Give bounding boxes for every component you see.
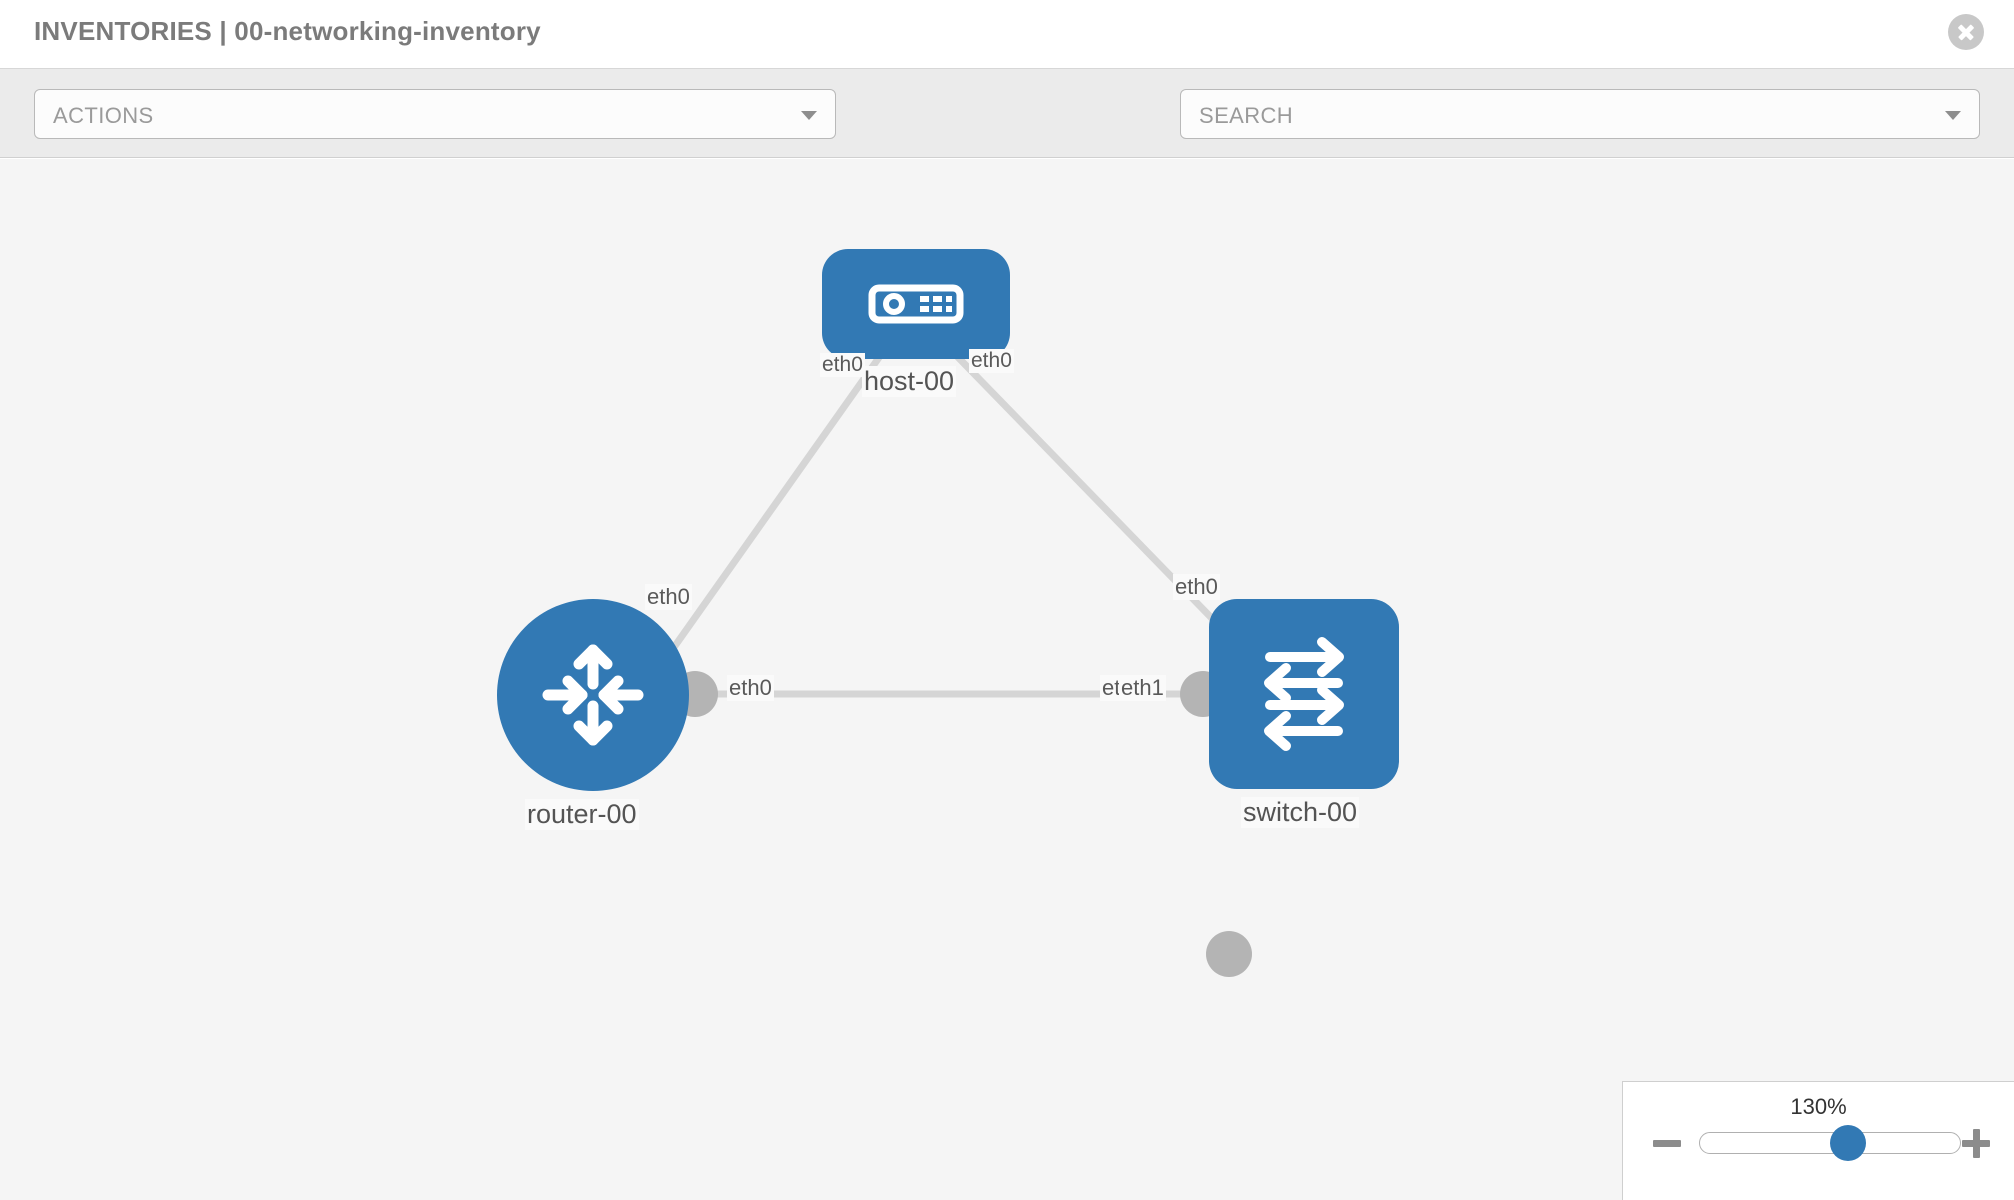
edge-label-host-right: eth0 <box>969 349 1014 373</box>
toolbar: ACTIONS SEARCH <box>0 69 2014 197</box>
edge-label-switch-up: eth0 <box>1173 574 1220 600</box>
node-router-00-label: router-00 <box>525 799 639 830</box>
zoom-slider-thumb[interactable] <box>1830 1125 1866 1161</box>
edge-label-router-up: eth0 <box>645 584 692 610</box>
switch-icon <box>1264 637 1344 751</box>
zoom-level-value: 130% <box>1790 1094 1847 1119</box>
link-host-router <box>645 346 888 687</box>
node-host-00-shape[interactable] <box>822 249 1010 359</box>
edge-label-router-right: eth0 <box>727 675 774 701</box>
chevron-down-icon[interactable] <box>1945 111 1961 120</box>
node-switch-00-shape[interactable] <box>1209 599 1399 789</box>
iface-dot-switch-top[interactable] <box>1206 931 1252 977</box>
search-input[interactable]: SEARCH <box>1180 89 1980 139</box>
router-icon <box>542 644 644 746</box>
node-router-00-shape[interactable] <box>497 599 689 791</box>
node-switch-00-label: switch-00 <box>1241 797 1360 828</box>
search-placeholder: SEARCH <box>1199 103 1294 128</box>
actions-dropdown[interactable]: ACTIONS <box>34 89 836 139</box>
chevron-down-icon <box>801 111 817 120</box>
close-icon[interactable] <box>1948 14 1984 50</box>
edge-label-host-left: eth0 <box>820 353 865 377</box>
topology-canvas[interactable]: host-00 router-00 <box>0 159 2014 1200</box>
server-icon <box>868 284 964 324</box>
zoom-control-panel: 130% <box>1622 1081 2014 1200</box>
actions-dropdown-label: ACTIONS <box>53 103 154 128</box>
page-title: INVENTORIES | 00-networking-inventory <box>34 16 541 46</box>
node-host-00-label: host-00 <box>862 366 957 397</box>
minus-icon[interactable] <box>1651 1126 1685 1160</box>
plus-icon[interactable] <box>1960 1126 1994 1160</box>
edge-label-switch-left-front: eth1 <box>1119 675 1166 701</box>
page-header: INVENTORIES | 00-networking-inventory <box>0 0 2014 69</box>
